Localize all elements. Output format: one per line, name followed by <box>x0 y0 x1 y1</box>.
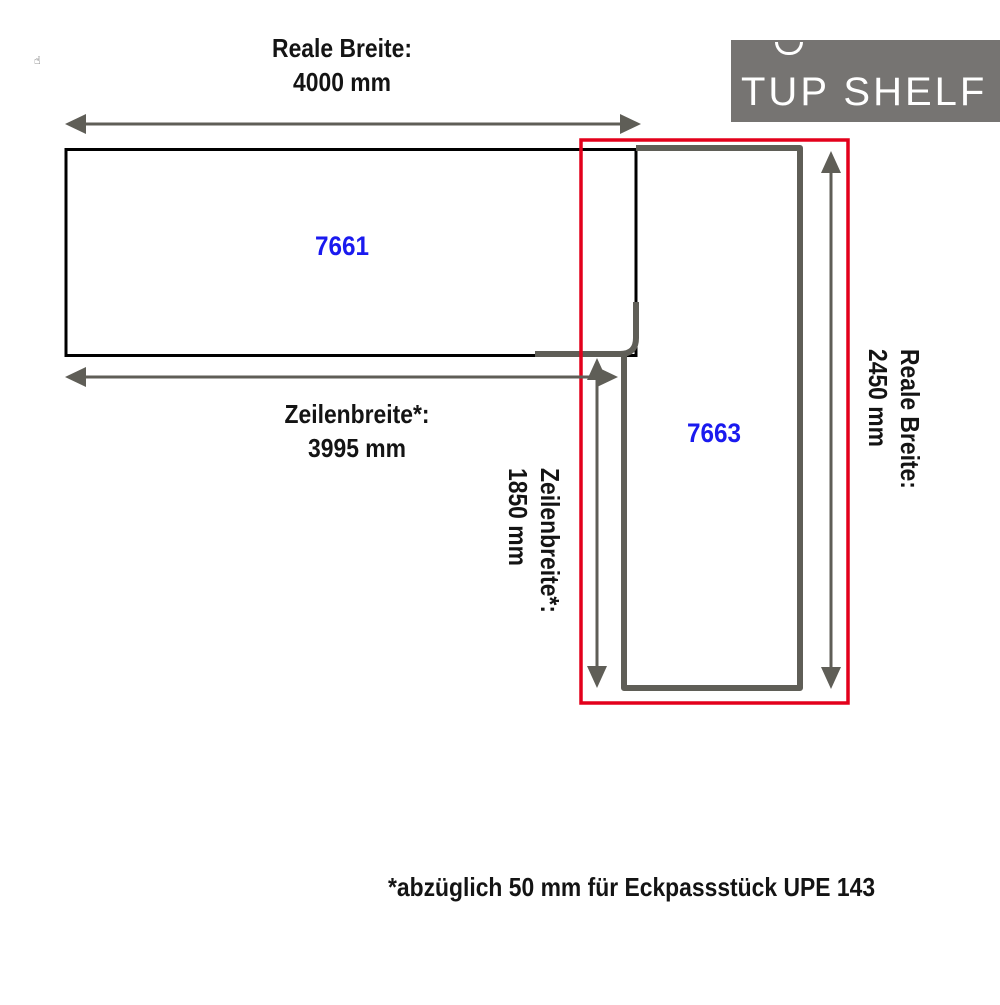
top-real-width-title: Reale Breite: <box>272 33 412 63</box>
left-row-width-label: Zeilenbreite*: 3995 mm <box>260 397 454 465</box>
dimension-arrow-row-left <box>65 367 618 387</box>
right-real-width-value: 2450 mm <box>863 349 893 447</box>
right-real-width-title: Reale Breite: <box>895 349 925 489</box>
right-real-width-label: Reale Breite: 2450 mm <box>862 349 926 489</box>
highlight-frame <box>579 138 850 705</box>
left-row-width-title: Zeilenbreite*: <box>284 399 430 429</box>
hand-cursor-icon: ☝ <box>34 54 41 67</box>
top-real-width-value: 4000 mm <box>293 67 391 97</box>
piece-id-7661: 7661 <box>315 231 370 261</box>
dimension-arrow-real-vertical <box>821 151 841 689</box>
footnote: *abzüglich 50 mm für Eckpassstück UPE 14… <box>388 872 876 902</box>
right-row-width-title: Zeilenbreite*: <box>535 468 565 613</box>
dimension-arrow-row-vertical <box>587 358 607 688</box>
right-row-width-value: 1850 mm <box>503 468 533 566</box>
logo-text: TUP SHELF <box>741 70 988 114</box>
left-row-width-value: 3995 mm <box>308 433 406 463</box>
right-row-width-label: Zeilenbreite*: 1850 mm <box>502 468 566 613</box>
piece-id-7663: 7663 <box>687 418 742 448</box>
piece-7663-outline <box>325 145 803 691</box>
logo-smile-icon <box>775 42 803 55</box>
top-real-width-label: Reale Breite: 4000 mm <box>245 31 439 99</box>
dimension-arrow-top <box>65 114 641 134</box>
top-shelf-logo: TUP SHELF <box>731 40 1000 122</box>
